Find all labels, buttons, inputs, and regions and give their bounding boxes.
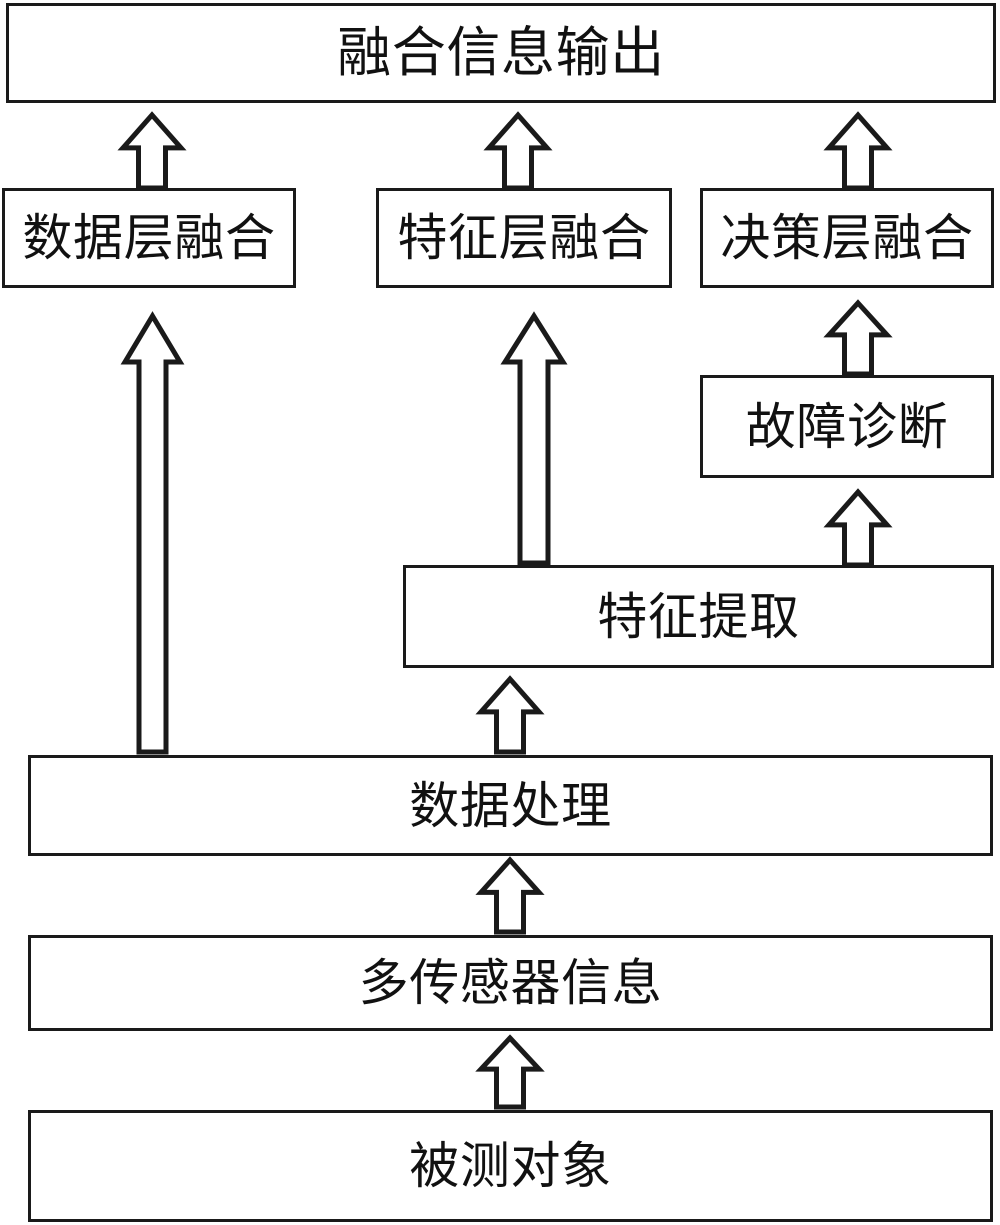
arrow-data-processing-to-data-level bbox=[125, 316, 180, 752]
node-label-multi-sensor-info: 多传感器信息 bbox=[358, 954, 663, 1012]
node-label-fault-diagnosis: 故障诊断 bbox=[745, 397, 949, 456]
node-label-data-processing: 数据处理 bbox=[409, 776, 612, 835]
node-decision-level-fusion: 决策层融合 bbox=[700, 188, 994, 288]
arrow-fault-diagnosis-to-decision-level bbox=[829, 303, 887, 374]
node-feature-level-fusion: 特征层融合 bbox=[376, 188, 672, 288]
arrow-feature-extraction-to-feature-level bbox=[505, 316, 563, 563]
node-label-decision-level-fusion: 决策层融合 bbox=[720, 209, 974, 267]
arrow-multi-sensor-to-data-processing bbox=[481, 860, 539, 932]
node-label-object-under-test: 被测对象 bbox=[409, 1137, 612, 1195]
arrow-decision-level-fusion-to-output bbox=[829, 115, 887, 188]
arrow-object-to-multi-sensor bbox=[481, 1038, 539, 1107]
node-label-feature-level-fusion: 特征层融合 bbox=[397, 209, 651, 267]
node-feature-extraction: 特征提取 bbox=[403, 565, 994, 668]
node-object-under-test: 被测对象 bbox=[28, 1110, 993, 1222]
node-data-processing: 数据处理 bbox=[28, 755, 993, 856]
node-fusion-output: 融合信息输出 bbox=[6, 3, 996, 103]
arrow-feature-extraction-to-fault-diagnosis bbox=[829, 492, 887, 565]
node-label-data-level-fusion: 数据层融合 bbox=[22, 209, 276, 267]
node-label-feature-extraction: 特征提取 bbox=[597, 587, 800, 646]
arrow-data-level-fusion-to-output bbox=[123, 115, 181, 188]
arrow-data-processing-to-feature-extraction bbox=[481, 679, 539, 752]
node-label-fusion-output: 融合信息输出 bbox=[337, 21, 665, 84]
node-multi-sensor-info: 多传感器信息 bbox=[28, 935, 993, 1031]
node-data-level-fusion: 数据层融合 bbox=[2, 188, 296, 288]
node-fault-diagnosis: 故障诊断 bbox=[700, 375, 994, 478]
arrow-feature-level-fusion-to-output bbox=[489, 115, 547, 188]
